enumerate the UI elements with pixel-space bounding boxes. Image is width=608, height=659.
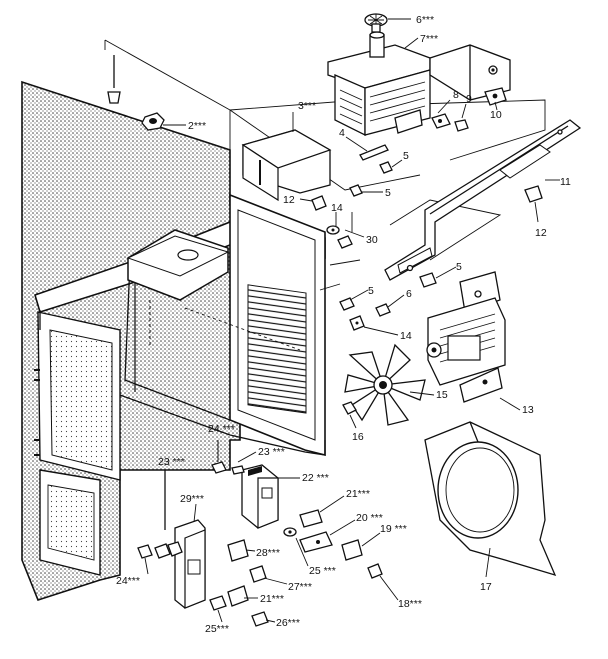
part-22-switch-bracket bbox=[241, 464, 300, 529]
part-14-30-fasteners bbox=[326, 212, 365, 249]
part-11-bracket-rail bbox=[384, 119, 582, 281]
callout-6b: 6 bbox=[406, 288, 412, 300]
callout-11: 11 bbox=[560, 176, 571, 188]
callout-5d: 5 bbox=[368, 285, 374, 297]
callout-24a: 24 *** bbox=[208, 423, 235, 435]
callout-17: 17 bbox=[480, 581, 492, 593]
callout-29: 29*** bbox=[180, 493, 204, 505]
part-5-screws-top bbox=[349, 159, 403, 197]
part-3-air-duct bbox=[241, 112, 332, 202]
part-16-nut bbox=[342, 401, 357, 429]
callout-14b: 14 bbox=[400, 330, 412, 342]
callout-13: 13 bbox=[522, 404, 534, 416]
part-5-screws-mid bbox=[339, 266, 457, 336]
part-bolt-top-left bbox=[107, 55, 121, 104]
callout-7: 7*** bbox=[420, 33, 438, 45]
cabinet-side-panel bbox=[21, 80, 241, 601]
callout-9: 9 bbox=[466, 93, 472, 105]
callout-5c: 5 bbox=[456, 261, 462, 273]
callout-25a: 25 *** bbox=[309, 565, 336, 577]
callout-6: 6*** bbox=[416, 14, 434, 26]
callout-8: 8 bbox=[453, 89, 459, 101]
callout-19: 19 *** bbox=[380, 523, 407, 535]
part-13-fan-motor bbox=[426, 271, 521, 411]
callout-3: 3*** bbox=[298, 100, 316, 112]
callout-23b: 23 *** bbox=[158, 456, 185, 468]
callout-12b: 12 bbox=[535, 227, 547, 239]
part-15-fan-blade bbox=[344, 343, 435, 426]
callout-27: 27*** bbox=[288, 581, 312, 593]
callout-26: 26*** bbox=[276, 617, 300, 629]
part-23-28-27-lower-hardware bbox=[137, 470, 288, 627]
callout-28: 28*** bbox=[256, 547, 280, 559]
part-7-magnetron bbox=[327, 31, 511, 137]
callout-10: 10 bbox=[490, 109, 502, 121]
callout-2: 2*** bbox=[188, 120, 206, 132]
callout-12a: 12 bbox=[283, 194, 295, 206]
part-19-20-21-interlock-switches bbox=[299, 495, 381, 561]
callout-24b: 24*** bbox=[116, 575, 140, 587]
part-24-23-top-hardware bbox=[211, 440, 257, 475]
callout-4: 4 bbox=[339, 127, 345, 139]
oven-cavity-frame bbox=[34, 193, 326, 457]
callout-21a: 21*** bbox=[346, 488, 370, 500]
part-2-nut bbox=[141, 112, 186, 131]
callout-30: 30 bbox=[366, 234, 378, 246]
part-4-pin bbox=[345, 136, 389, 161]
callout-21b: 21*** bbox=[260, 593, 284, 605]
part-8-9-10-hardware bbox=[431, 87, 507, 132]
part-29-latch-bracket bbox=[167, 503, 206, 609]
callout-25b: 25*** bbox=[205, 623, 229, 635]
callout-22: 22 *** bbox=[302, 472, 329, 484]
callout-15: 15 bbox=[436, 389, 448, 401]
part-12-screws bbox=[299, 185, 543, 223]
part-6-antenna-cap bbox=[364, 13, 411, 33]
callout-5b: 5 bbox=[385, 187, 391, 199]
part-17-fan-shroud bbox=[424, 421, 557, 578]
callout-16: 16 bbox=[352, 431, 364, 443]
callout-20: 20 *** bbox=[356, 512, 383, 524]
callout-14a: 14 bbox=[331, 202, 343, 214]
callout-5a: 5 bbox=[403, 150, 409, 162]
callout-18: 18*** bbox=[398, 598, 422, 610]
part-25-18-hardware bbox=[283, 527, 399, 601]
callout-23a: 23 *** bbox=[258, 446, 285, 458]
callout-labels: 6*** 7*** 2*** 3*** 8 9 10 4 5 5 11 12 1… bbox=[116, 14, 571, 635]
